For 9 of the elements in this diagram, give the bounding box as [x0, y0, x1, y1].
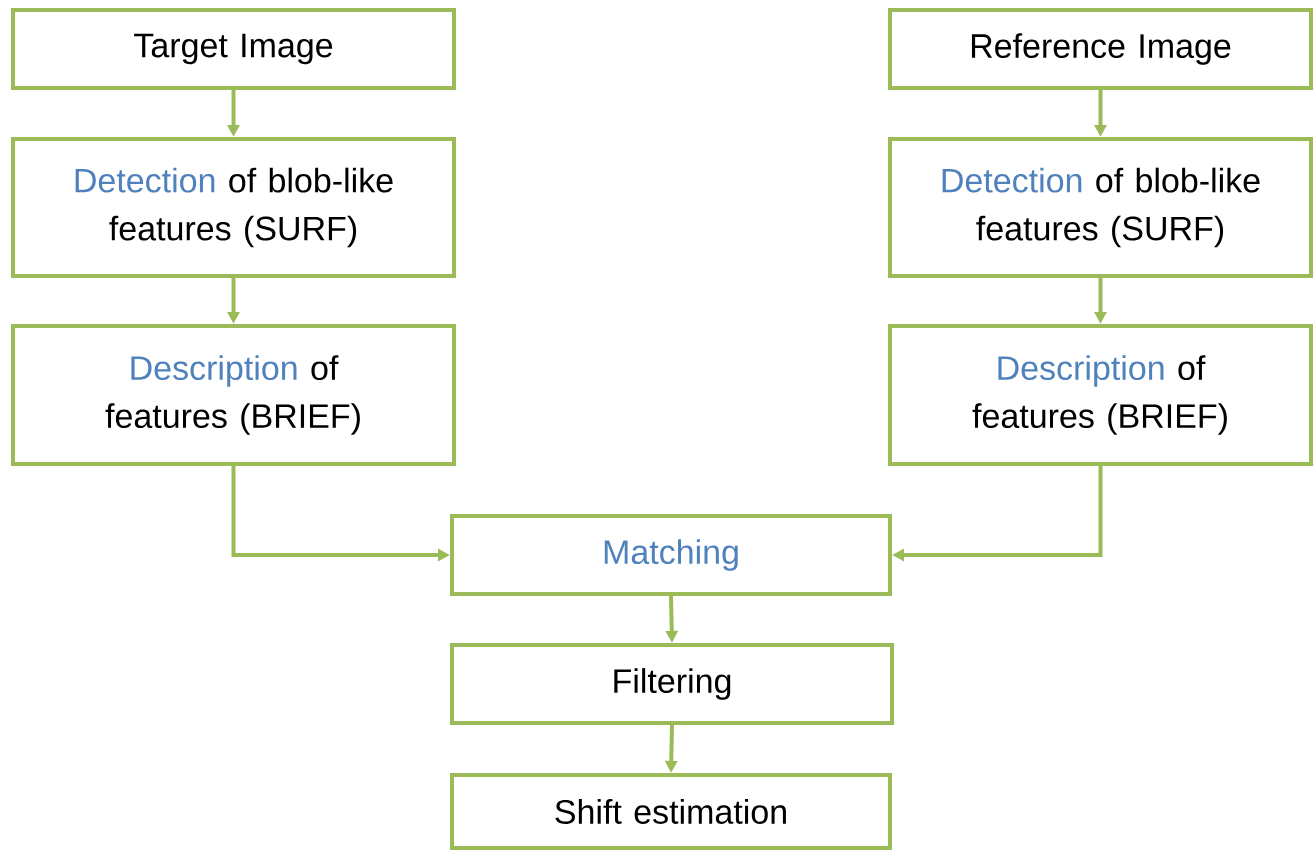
process-box: Shift estimation: [450, 773, 892, 850]
process-box: Target Image: [11, 8, 456, 90]
process-box: Matching: [450, 514, 892, 596]
process-box: Description of features (BRIEF): [11, 324, 456, 466]
process-box: Filtering: [450, 643, 894, 725]
process-box: Detection of blob-like features (SURF): [888, 137, 1313, 278]
process-box: Detection of blob-like features (SURF): [11, 137, 456, 278]
process-box: Description of features (BRIEF): [888, 324, 1313, 466]
process-box: Reference Image: [888, 8, 1313, 90]
